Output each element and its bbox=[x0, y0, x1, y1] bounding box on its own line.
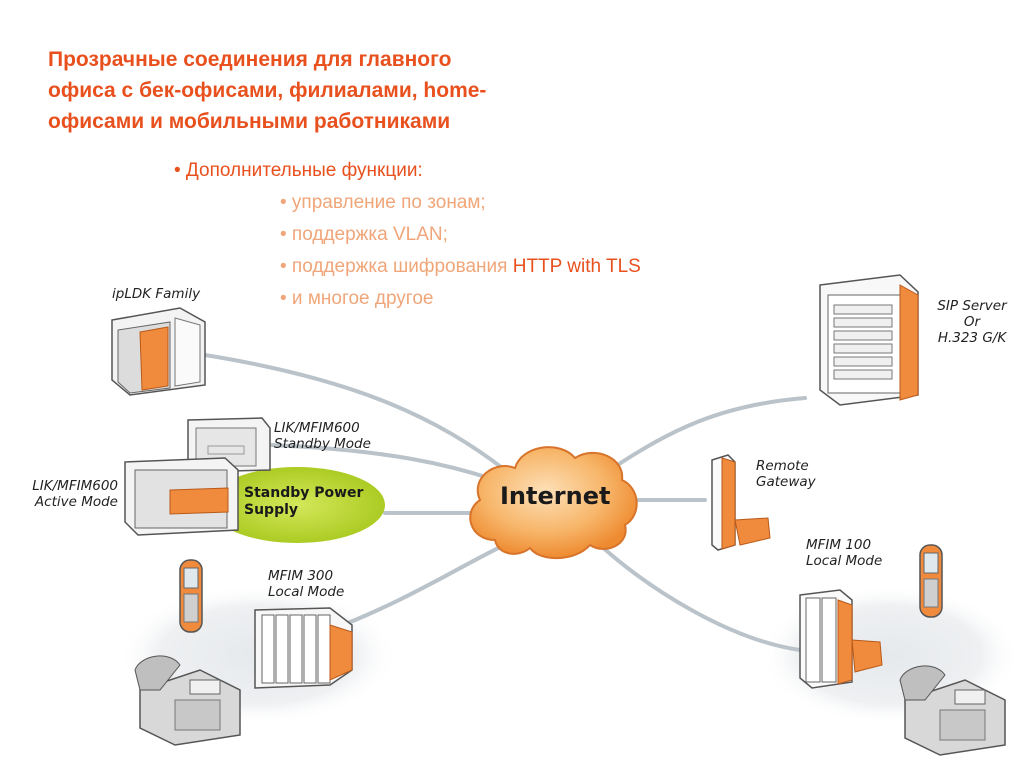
internet-label: Internet bbox=[500, 482, 611, 510]
standby-power-supply-bubble bbox=[209, 467, 385, 543]
mfim100-device-icon bbox=[799, 589, 883, 689]
standby-power-supply-label: Standby Power Supply bbox=[244, 485, 364, 518]
remote-gateway-label: Remote Gateway bbox=[756, 458, 816, 490]
mobile-handset-right-icon bbox=[919, 544, 943, 618]
lik-active-device-icon bbox=[124, 457, 239, 536]
title-line-3: офисами и мобильными работниками bbox=[48, 110, 451, 133]
ipldk-device-icon bbox=[111, 307, 206, 396]
page-title: Прозрачные соединения для главного офиса… bbox=[48, 44, 688, 137]
title-line-1: Прозрачные соединения для главного bbox=[48, 48, 452, 71]
mobile-handset-left-icon bbox=[179, 559, 203, 633]
ipldk-label: ipLDK Family bbox=[112, 286, 201, 302]
desk-phone-right-icon bbox=[899, 665, 1006, 756]
desk-phone-left-icon bbox=[134, 655, 241, 746]
features-heading: • Дополнительные функции: bbox=[174, 160, 423, 181]
feature-highlight: HTTP with TLS bbox=[512, 256, 641, 277]
line-mfim100 bbox=[598, 543, 802, 652]
line-lik bbox=[268, 443, 497, 482]
mfim300-device-icon bbox=[254, 607, 353, 689]
title-line-2: офиса с бек-офисами, филиалами, home- bbox=[48, 79, 487, 102]
lik-active-label: LIK/MFIM600 Active Mode bbox=[32, 478, 118, 510]
connection-lines bbox=[203, 353, 807, 652]
feature-item: • и многое другое bbox=[280, 288, 434, 309]
internet-cloud-icon bbox=[469, 446, 638, 560]
feature-item: • поддержка шифрования HTTP with TLS bbox=[280, 256, 641, 277]
sip-server-label: SIP Server Or H.323 G/K bbox=[937, 298, 1007, 346]
mfim300-label: MFIM 300 Local Mode bbox=[268, 568, 345, 600]
sip-server-icon bbox=[819, 274, 919, 406]
line-ipldk bbox=[203, 353, 507, 472]
line-sip bbox=[608, 396, 807, 472]
lik-standby-label: LIK/MFIM600 Standby Mode bbox=[274, 420, 371, 452]
feature-item: • управление по зонам; bbox=[280, 192, 486, 213]
remote-gateway-icon bbox=[711, 454, 771, 551]
feature-item: • поддержка VLAN; bbox=[280, 224, 448, 245]
mfim100-label: MFIM 100 Local Mode bbox=[806, 537, 883, 569]
